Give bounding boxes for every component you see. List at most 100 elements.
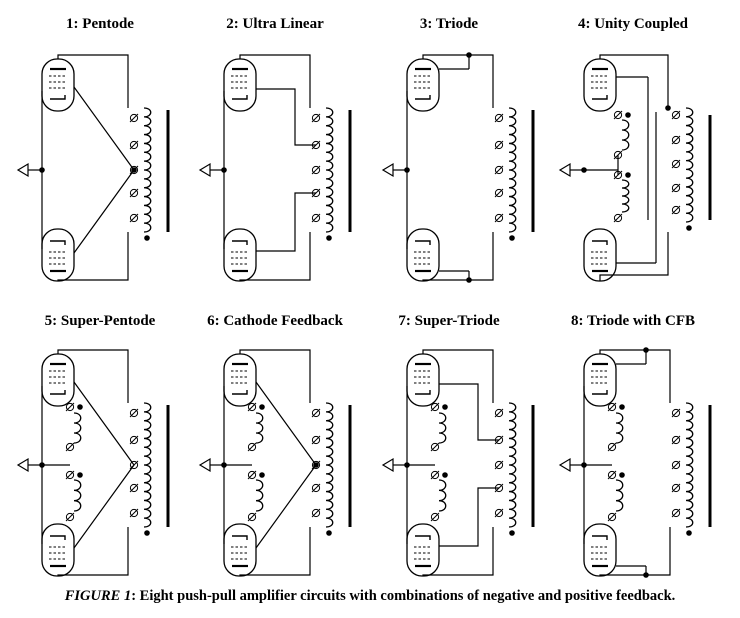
terminal-slash (608, 513, 616, 521)
terminal-icon (130, 436, 138, 444)
junction-dot (442, 404, 448, 410)
terminal-slash (312, 436, 320, 444)
winding-coil (686, 403, 693, 527)
terminal-icon (614, 111, 622, 119)
terminal-icon (248, 513, 256, 521)
winding-coil (509, 108, 516, 232)
wire (50, 95, 65, 99)
wire (600, 527, 670, 576)
circuit-panel-8: 8: Triode with CFB (560, 313, 710, 578)
winding-coil (74, 480, 81, 511)
tube-envelope (42, 59, 74, 111)
terminal-icon (312, 214, 320, 222)
pentode-tube-icon (224, 524, 256, 576)
panel-title: 8: Triode with CFB (571, 313, 695, 329)
terminal-icon (495, 509, 503, 517)
terminal-icon (608, 403, 616, 411)
caption-text: : Eight push-pull amplifier circuits wit… (131, 588, 676, 604)
terminal-slash (248, 403, 256, 411)
pentode-tube-icon (224, 59, 256, 111)
terminal-slash (672, 160, 680, 168)
terminal-icon (130, 114, 138, 122)
panel-title: 1: Pentode (66, 16, 134, 32)
circuit-panel-4: 4: Unity Coupled (560, 16, 710, 281)
terminal-slash (672, 111, 680, 119)
pentode-tube-icon (407, 524, 439, 576)
winding-coil (509, 403, 516, 527)
terminal-icon (672, 461, 680, 469)
wire (423, 232, 493, 281)
wire (600, 350, 670, 403)
terminal-icon (495, 409, 503, 417)
terminal-slash (66, 471, 74, 479)
wire (439, 488, 499, 546)
terminal-slash (495, 214, 503, 222)
terminal-icon (495, 114, 503, 122)
panel-title: 5: Super-Pentode (45, 313, 156, 329)
junction-dot (77, 472, 83, 478)
terminal-icon (672, 184, 680, 192)
wire (240, 350, 310, 403)
winding-coil (622, 180, 629, 212)
terminal-slash (312, 484, 320, 492)
terminal-slash (312, 409, 320, 417)
terminal-icon (495, 461, 503, 469)
junction-dot (686, 530, 692, 536)
wire (600, 232, 668, 281)
circuit-panel-5: 5: Super-Pentode (18, 313, 168, 576)
terminal-slash (672, 184, 680, 192)
winding-coil (616, 413, 623, 443)
wire (74, 87, 134, 253)
terminal-icon (431, 513, 439, 521)
caption-label: FIGURE 1 (64, 588, 132, 604)
junction-dot (77, 404, 83, 410)
terminal-slash (248, 471, 256, 479)
wire (439, 384, 499, 440)
terminal-icon (495, 141, 503, 149)
terminal-slash (130, 509, 138, 517)
panel-title: 2: Ultra Linear (226, 16, 324, 32)
wire (50, 390, 65, 394)
wire (415, 241, 430, 245)
terminal-slash (431, 471, 439, 479)
terminal-icon (130, 484, 138, 492)
wire (423, 55, 493, 108)
terminal-icon (614, 214, 622, 222)
pentode-tube-icon (224, 229, 256, 281)
terminal-icon (248, 471, 256, 479)
junction-dot (259, 472, 265, 478)
terminal-slash (431, 443, 439, 451)
terminal-slash (608, 443, 616, 451)
terminal-slash (614, 214, 622, 222)
terminal-icon (431, 443, 439, 451)
terminal-icon (66, 471, 74, 479)
wire (232, 536, 247, 540)
terminal-icon (431, 403, 439, 411)
panel-title: 7: Super-Triode (398, 313, 500, 329)
wire (232, 95, 247, 99)
terminal-slash (672, 409, 680, 417)
terminal-icon (130, 189, 138, 197)
terminal-slash (130, 114, 138, 122)
input-arrow-icon (200, 459, 210, 471)
wire (240, 232, 310, 281)
terminal-icon (312, 509, 320, 517)
terminal-slash (66, 513, 74, 521)
wire (58, 527, 128, 576)
terminal-icon (130, 214, 138, 222)
terminal-slash (130, 141, 138, 149)
tube-envelope (42, 524, 74, 576)
terminal-icon (672, 484, 680, 492)
wire (415, 390, 430, 394)
wire (256, 89, 316, 145)
tube-envelope (42, 229, 74, 281)
tube-envelope (224, 354, 256, 406)
wire (600, 55, 668, 108)
terminal-icon (312, 114, 320, 122)
wire (415, 95, 430, 99)
wire (58, 232, 128, 281)
pentode-tube-icon (42, 524, 74, 576)
terminal-slash (672, 509, 680, 517)
junction-dot (509, 530, 515, 536)
